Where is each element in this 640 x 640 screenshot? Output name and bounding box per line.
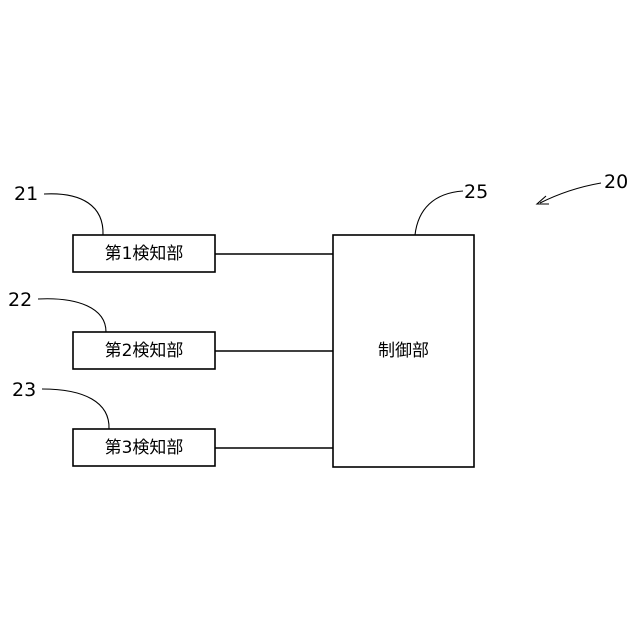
ref-label-controller: 25 bbox=[464, 181, 488, 203]
detector-1-label: 第1検知部 bbox=[105, 244, 184, 264]
leader-line-detector-3 bbox=[42, 389, 109, 429]
detector-2-label: 第2検知部 bbox=[105, 341, 184, 361]
detector-3-label: 第3検知部 bbox=[105, 438, 184, 458]
leader-line-system bbox=[540, 183, 601, 203]
ref-label-detector-2: 22 bbox=[8, 289, 32, 311]
leader-line-controller bbox=[415, 191, 463, 235]
ref-label-system: 20 bbox=[604, 171, 628, 193]
ref-label-detector-3: 23 bbox=[12, 379, 36, 401]
ref-label-detector-1: 21 bbox=[14, 183, 38, 205]
leader-line-detector-2 bbox=[38, 299, 106, 332]
leader-line-detector-1 bbox=[44, 194, 103, 235]
controller-label: 制御部 bbox=[378, 341, 429, 361]
